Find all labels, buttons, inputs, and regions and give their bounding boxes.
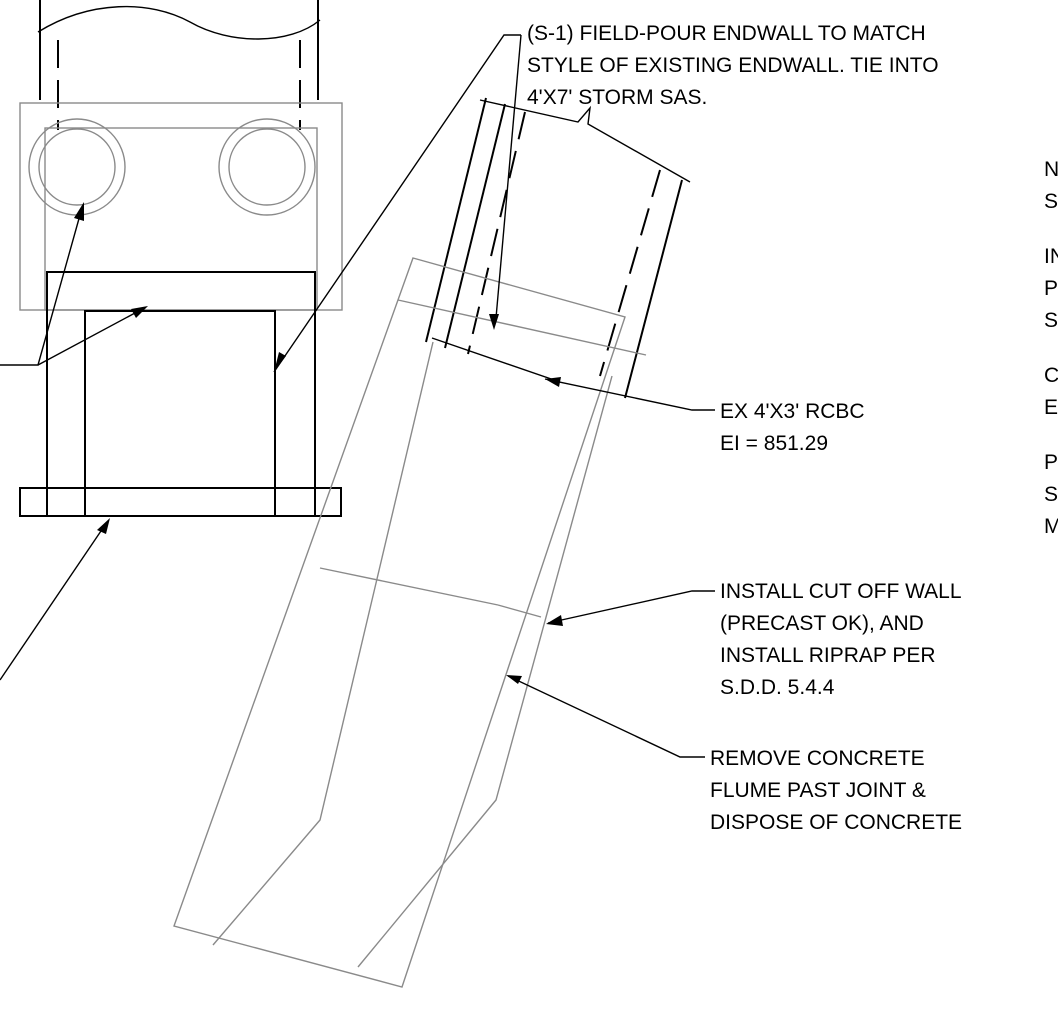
note-ex-rcbc-line-2: EI = 851.29 (720, 432, 828, 455)
cutoff-wall-line (497, 604, 542, 618)
pipe-circle-left-outer (28, 118, 126, 216)
rcbc-right-dash (599, 169, 661, 377)
arrowhead (506, 675, 522, 684)
leader-left-2 (37, 312, 136, 366)
note-truncated-right: N S IN P S C E P S M (1044, 158, 1058, 538)
leaders (0, 34, 715, 758)
note-cut-off-wall-line-2: (PRECAST OK), AND (720, 612, 924, 635)
truncated-char: M (1044, 515, 1058, 538)
truncated-char: C (1044, 364, 1058, 387)
pipe-circle-left-inner (38, 128, 116, 206)
note-field-pour: (S-1) FIELD-POUR ENDWALL TO MATCH STYLE … (527, 22, 939, 109)
arrowhead (546, 615, 563, 626)
leader-footing (0, 527, 104, 681)
truncated-char: P (1044, 451, 1058, 474)
note-remove-flume-line-3: DISPOSE OF CONCRETE (710, 811, 962, 834)
note-cut-off-wall-line-3: INSTALL RIPRAP PER (720, 644, 936, 667)
truncated-char: N (1044, 158, 1058, 181)
pipe-circle-right-outer (218, 118, 316, 216)
note-remove-flume-line-1: REMOVE CONCRETE (710, 747, 925, 770)
truncated-char: P (1044, 277, 1058, 300)
arrowhead (74, 202, 84, 221)
headwall-line (397, 299, 647, 356)
leader-left-1 (0, 214, 81, 366)
existing-structure-inner (44, 127, 318, 311)
leader-field-pour-2 (495, 34, 522, 319)
flume-left-inner (212, 341, 434, 946)
note-remove-flume-line-2: FLUME PAST JOINT & (710, 779, 926, 802)
endwall-footing (19, 487, 342, 517)
truncated-char: IN (1044, 245, 1058, 268)
arrowhead (274, 352, 286, 372)
arrowhead (131, 306, 148, 318)
arrowhead (97, 518, 110, 534)
endwall-inner (84, 310, 276, 516)
endwall-face-line (431, 337, 561, 383)
note-field-pour-line-1: (S-1) FIELD-POUR ENDWALL TO MATCH (527, 22, 926, 45)
leader-field-pour-1 (273, 34, 521, 373)
note-ex-rcbc-line-1: EX 4'X3' RCBC (720, 400, 865, 423)
rcbc-left-wall-inner (444, 103, 506, 349)
note-field-pour-line-2: STYLE OF EXISTING ENDWALL. TIE INTO (527, 54, 939, 77)
note-cut-off-wall-line-4: S.D.D. 5.4.4 (720, 676, 835, 699)
arrowhead (489, 314, 499, 330)
truncated-char: E (1044, 396, 1058, 419)
truncated-char: S (1044, 190, 1058, 213)
rcbc-plan (173, 97, 691, 988)
note-cut-off-wall-line-1: INSTALL CUT OFF WALL (720, 580, 962, 603)
note-field-pour-line-3: 4'X7' STORM SAS. (527, 86, 707, 109)
pipe-circle-right-inner (228, 128, 306, 206)
flume-outline (173, 257, 626, 988)
truncated-char: S (1044, 483, 1058, 506)
note-remove-flume: REMOVE CONCRETE FLUME PAST JOINT & DISPO… (710, 747, 962, 834)
leader-ex-rcbc (544, 378, 715, 411)
rcbc-right-wall-outer (624, 179, 683, 399)
rcbc-left-dash (467, 111, 526, 355)
left-structure (19, 0, 343, 517)
truncated-char: S (1044, 309, 1058, 332)
note-cut-off-wall: INSTALL CUT OFF WALL (PRECAST OK), AND I… (720, 580, 962, 699)
flume-right-inner (357, 375, 613, 968)
rcbc-break-line (479, 99, 691, 183)
joint-line (319, 567, 499, 606)
leader-cut-off-wall (547, 590, 715, 624)
rcbc-left-wall-outer (425, 97, 487, 343)
break-line (37, 5, 321, 40)
arrowhead (545, 377, 561, 387)
leader-remove-flume (507, 675, 705, 758)
note-ex-rcbc: EX 4'X3' RCBC EI = 851.29 (720, 400, 865, 455)
